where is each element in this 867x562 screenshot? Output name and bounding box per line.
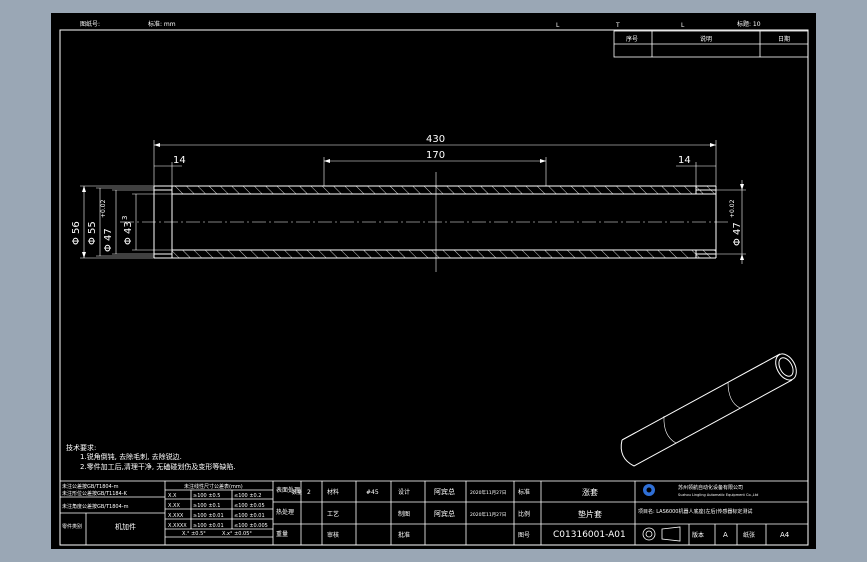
header-drawing-no-label: 图纸号: bbox=[80, 20, 100, 28]
dim-right-bore-tol: +0.02 bbox=[729, 199, 736, 218]
tb-approve-label: 批准 bbox=[398, 531, 410, 539]
tolerance-row3-v2: ≤100 ±0.01 bbox=[234, 513, 265, 519]
header-mark-l1: L bbox=[556, 22, 560, 29]
header-mark-t: T bbox=[615, 22, 620, 29]
company-logo-icon bbox=[643, 484, 655, 496]
tolerance-header: 未注线性尺寸公差表(mm) bbox=[184, 483, 243, 490]
tb-material-value: #45 bbox=[366, 489, 379, 496]
notes-title: 技术要求: bbox=[66, 443, 96, 452]
dim-left-end: 14 bbox=[173, 155, 186, 166]
tb-part-name: 涨套 bbox=[582, 487, 598, 497]
dim-bore-43: Φ 43 bbox=[123, 221, 134, 245]
dim-outer-dia: Φ 56 bbox=[71, 221, 82, 245]
notes-line1: 1.锐角倒钝, 去除毛刺, 去除锐边. bbox=[80, 452, 182, 461]
dim-small-3: 3 bbox=[121, 216, 129, 220]
revision-table bbox=[613, 30, 809, 58]
dim-right-bore: Φ 47 bbox=[732, 222, 743, 246]
part-category-value: 机加件 bbox=[115, 522, 136, 531]
tb-version: A bbox=[723, 531, 728, 539]
tb-design-label: 设计 bbox=[398, 488, 410, 496]
tb-std-label: 标准 bbox=[518, 488, 530, 496]
tb-weight-label: 重量 bbox=[276, 530, 288, 538]
header: 图纸号: 标准: mm L T L 标题: 10 bbox=[80, 20, 761, 29]
tolerance-row4-v1: ≥100 ±0.01 bbox=[193, 523, 224, 529]
header-unit-label: 标准: mm bbox=[148, 20, 176, 28]
tb-company-en: Suzhou Lingling Automatic Equipment Co.,… bbox=[678, 493, 758, 497]
dim-right-end: 14 bbox=[678, 155, 691, 166]
tolerance-row1-key: X.X bbox=[168, 493, 177, 499]
tolerance-row1-v1: ≥100 ±0.5 bbox=[193, 493, 220, 499]
tb-design-value: 阿宾总 bbox=[434, 487, 455, 496]
tube-wall-bottom-hatch bbox=[172, 250, 716, 258]
notes-line2: 2.零件加工后,清理干净, 无磕碰划伤及变形等缺陷. bbox=[80, 462, 236, 471]
part-category-label: 零件类别 bbox=[62, 523, 82, 530]
tb-project: 项目名: LAS6000机器人底座(左后)传感器标定测试 bbox=[638, 508, 752, 515]
tb-company-cn: 苏州领航自动化设备有限公司 bbox=[678, 484, 743, 491]
tb-scale-label: 比例 bbox=[518, 510, 530, 518]
tb-drawing-no-label: 图号 bbox=[518, 532, 530, 539]
tolerance-row2-v2: ≤100 ±0.05 bbox=[234, 503, 265, 509]
dimension-arrows bbox=[82, 143, 744, 260]
dim-dia-55: Φ 55 bbox=[87, 221, 98, 245]
tolerance-angle-b: X.x° ±0.05° bbox=[222, 531, 252, 537]
tb-sheet-label: 纸张 bbox=[743, 531, 755, 539]
tb-heat-label: 热处理 bbox=[276, 508, 294, 516]
tb-draw-date: 2020年11月27日 bbox=[470, 511, 506, 518]
tolerance-angle-a: X.° ±0.5° bbox=[182, 531, 206, 537]
tb-design-date: 2020年11月27日 bbox=[470, 489, 506, 496]
revision-header-desc: 说明 bbox=[700, 35, 712, 43]
dim-middle-length: 170 bbox=[426, 150, 445, 161]
projection-symbol-icon bbox=[642, 526, 681, 542]
tb-sheet: A4 bbox=[780, 531, 790, 539]
dim-bore-47-tol: +0.02 bbox=[100, 199, 107, 218]
revision-header-date: 日期 bbox=[778, 35, 790, 43]
tolerance-row1-v2: ≤100 ±0.2 bbox=[234, 493, 261, 499]
tube-wall-top-hatch bbox=[172, 186, 716, 194]
tolerance-row3-v1: ≥100 ±0.01 bbox=[193, 513, 224, 519]
tb-qty-value: 2 bbox=[307, 489, 311, 496]
tb-qty-label: 数量 bbox=[292, 489, 302, 496]
tolerance-left-2: 未注形位公差按GB/T1184-K bbox=[62, 490, 128, 497]
tolerance-row4-key: X.XXXX bbox=[168, 523, 187, 529]
tb-surface-label: 表面处理 bbox=[276, 486, 300, 494]
tb-draw-label: 制图 bbox=[398, 510, 410, 518]
dim-bore-47: Φ 47 bbox=[103, 228, 114, 252]
tolerance-left-1: 未注公差按GB/T1804-m bbox=[62, 483, 119, 490]
header-mark-l2: L bbox=[681, 22, 685, 29]
tolerance-row3-key: X.XXX bbox=[168, 513, 184, 519]
drawing-sheet bbox=[51, 13, 816, 549]
revision-header-no: 序号 bbox=[626, 35, 638, 43]
tolerance-row2-key: X.XX bbox=[168, 503, 180, 509]
tb-material-label: 材料 bbox=[327, 488, 339, 496]
tb-draw-value: 阿宾总 bbox=[434, 509, 455, 518]
dim-overall-length: 430 bbox=[426, 134, 445, 145]
tolerance-row2-v1: ≥100 ±0.1 bbox=[193, 503, 220, 509]
isometric-tube-view bbox=[620, 353, 797, 467]
title-block bbox=[59, 480, 809, 546]
tb-version-label: 版本 bbox=[692, 531, 704, 539]
tb-part-name2: 垫片套 bbox=[578, 509, 602, 519]
tb-check-label: 审核 bbox=[327, 531, 339, 539]
header-title-label: 标题: 10 bbox=[737, 20, 761, 28]
tb-process-label: 工艺 bbox=[327, 510, 339, 518]
tolerance-left-3: 未注角度公差按GB/T1804-m bbox=[62, 503, 129, 510]
tube-section-view bbox=[120, 172, 730, 272]
dimension-lines bbox=[80, 140, 746, 264]
tb-drawing-no: C01316001-A01 bbox=[553, 530, 626, 540]
tolerance-row4-v2: ≤100 ±0.005 bbox=[234, 523, 268, 529]
